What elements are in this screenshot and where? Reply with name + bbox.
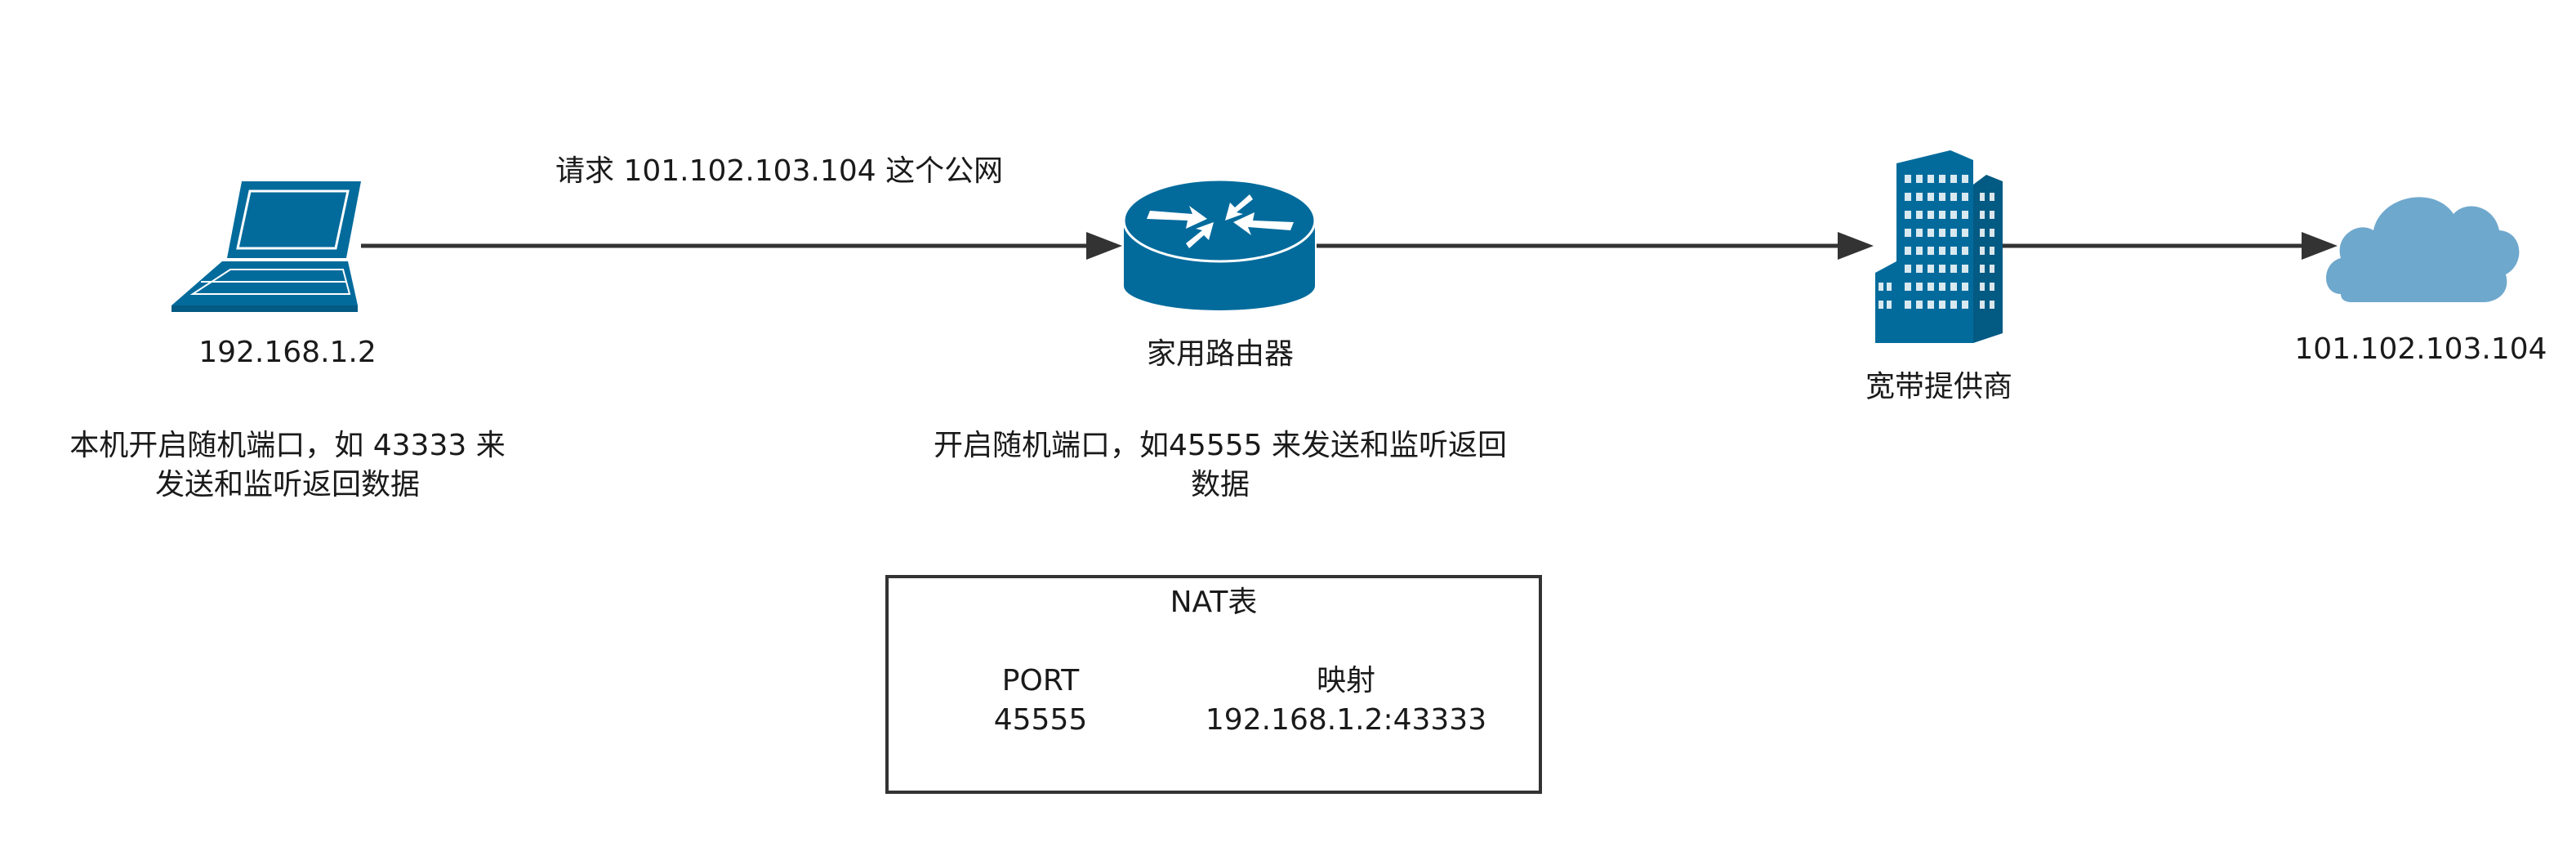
laptop-note: 本机开启随机端口，如 43333 来发送和监听返回数据 <box>69 429 506 501</box>
nat-table: NAT表 PORT 映射 45555 192.168.1.2:43333 <box>885 575 1542 794</box>
connector-router-isp <box>1317 232 1874 260</box>
connector-isp-internet <box>1999 232 2338 260</box>
nat-col-mapping-header: 映射 <box>1316 664 1375 697</box>
router-label: 家用路由器 <box>1146 337 1294 371</box>
nat-col-port-header: PORT <box>1001 664 1080 697</box>
nat-row-mapping: 192.168.1.2:43333 <box>1205 703 1487 737</box>
internet-ip-label: 101.102.103.104 <box>2294 332 2547 366</box>
laptop-icon <box>172 181 361 312</box>
isp-label: 宽带提供商 <box>1865 370 2012 403</box>
router-icon <box>1122 178 1317 310</box>
nat-row-port: 45555 <box>993 703 1088 737</box>
nat-table-title: NAT表 <box>1170 586 1258 619</box>
request-label: 请求 101.102.103.104 这个公网 <box>555 154 1004 188</box>
building-icon <box>1875 150 2003 343</box>
connector-laptop-router <box>361 232 1122 260</box>
router-note: 开启随机端口，如45555 来发送和监听返回数据 <box>934 429 1507 501</box>
laptop-ip-label: 192.168.1.2 <box>198 336 377 369</box>
cloud-icon <box>2326 197 2520 302</box>
